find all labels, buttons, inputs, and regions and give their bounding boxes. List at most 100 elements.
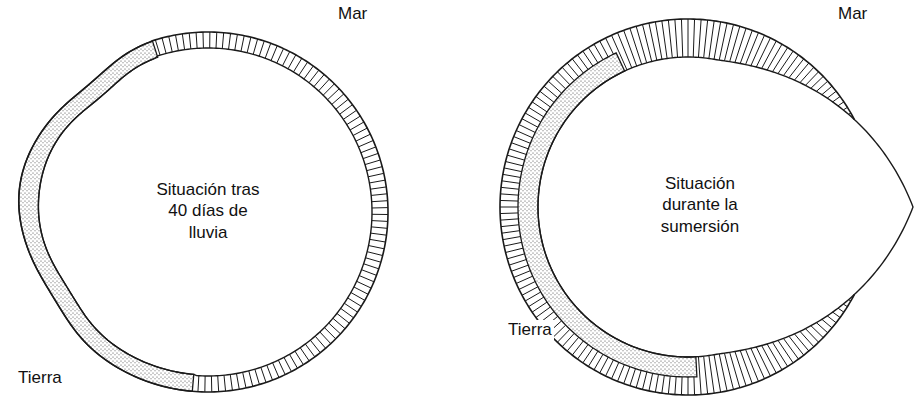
sea-hatch-line (522, 287, 538, 295)
sea-hatch-line (320, 332, 331, 344)
sea-hatch-line (594, 354, 603, 370)
sea-hatch-line (502, 231, 520, 234)
sea-hatch-line (730, 26, 740, 61)
sea-hatch-line (284, 357, 291, 371)
sea-hatch-line (519, 282, 535, 290)
sea-hatch-line (337, 313, 350, 323)
sea-hatch-line (235, 34, 238, 50)
sea-hatch-line (525, 292, 541, 301)
sea-hatch-line (735, 28, 746, 62)
sea-hatching (500, 19, 851, 395)
sea-hatch-line (662, 21, 667, 59)
sea-hatch-line (681, 19, 682, 57)
sea-hatch-line (529, 297, 544, 307)
sea-hatch-line (688, 377, 689, 395)
sea-hatch-line (500, 207, 518, 208)
sea-hatch-line (709, 21, 714, 59)
sea-hatch-line (783, 338, 798, 359)
sea-hatch-line (204, 376, 205, 392)
sea-hatch-line (169, 36, 172, 52)
sea-hatch-line (282, 52, 289, 66)
sea-hatch-line (217, 376, 219, 392)
sea-hatch-line (509, 260, 526, 266)
sea-hatch-line (504, 168, 522, 172)
sea-hatch-line (259, 41, 264, 56)
sea-hatch-line (594, 44, 603, 60)
sea-hatch-line (662, 375, 665, 393)
sea-hatch-line (500, 219, 518, 220)
sea-hatch-line (794, 334, 808, 351)
sea-hatch-line (350, 122, 364, 130)
sea-hatch-line (300, 348, 309, 361)
sea-hatch-line (719, 354, 727, 391)
sea-hatch-line (838, 102, 844, 106)
sea-hatch-line (688, 19, 689, 57)
sea-hatch-line (693, 19, 694, 57)
sea-hatch-line (211, 376, 212, 392)
sea-hatch-line (216, 32, 218, 48)
sea-hatch-line (612, 362, 619, 378)
sea-hatch-line (241, 36, 244, 52)
sea-hatch-line (762, 346, 777, 373)
sea-hatch-line (295, 351, 303, 365)
sea-hatch-line (230, 374, 232, 390)
sea-hatch-line (704, 20, 708, 58)
sea-hatch-line (816, 81, 827, 91)
sea-hatch-line (357, 281, 372, 288)
sea-hatch-line (314, 75, 324, 87)
earth-outline (500, 19, 854, 395)
sea-hatch-line (304, 66, 313, 79)
sea-hatch-line (606, 360, 614, 376)
sea-hatch-line (693, 377, 695, 395)
sea-hatch-line (290, 354, 298, 368)
sea-hatch-line (365, 160, 380, 165)
sea-hatch-line (514, 271, 531, 278)
sea-hatch-line (762, 41, 777, 68)
sea-hatch-line (176, 35, 179, 51)
sea-hatch-line (367, 167, 382, 171)
sea-hatch-line (369, 180, 385, 183)
sea-hatch-line (368, 173, 384, 176)
sea-hatch-line (267, 365, 273, 380)
sea-hatch-line (197, 376, 199, 392)
sea-hatch-line (724, 25, 733, 61)
sea-hatch-line (255, 369, 260, 384)
sea-hatch-line (740, 350, 752, 383)
sea-hatch-line (833, 96, 840, 101)
sea-hatch-line (503, 174, 521, 177)
sea-hatch-line (348, 298, 362, 306)
sea-hatch-line (182, 34, 184, 50)
sea-hatch-line (740, 30, 752, 63)
sea-hatch-line (341, 308, 354, 317)
sea-hatch-line (643, 372, 647, 389)
sea-hatch-line (333, 318, 345, 328)
sea-hatch-line (522, 119, 538, 127)
sea-hatch-line (746, 33, 759, 65)
sea-hatch-line (343, 110, 356, 119)
sea-hatch-line (309, 70, 319, 83)
sea-hatch-line (516, 131, 532, 138)
sea-hatch-line (229, 33, 231, 49)
sea-hatch-line (822, 86, 832, 95)
sea-hatch-line (372, 220, 388, 222)
sea-hatch-line (503, 237, 521, 240)
sea-hatch-line (649, 23, 657, 60)
sea-hatch-line (370, 239, 386, 242)
sea-hatch-line (519, 125, 535, 133)
sea-hatch-line (364, 264, 379, 269)
sea-hatch-line (838, 308, 844, 312)
sea-hatch-line (344, 303, 357, 312)
sea-hatch-line (756, 38, 770, 67)
sea-hatch-line (356, 134, 370, 141)
sea-hatch-line (746, 349, 759, 381)
sea-hatch-line (506, 162, 523, 166)
sea-hatch-line (600, 357, 608, 373)
sea-hatch-line (655, 374, 658, 392)
sea-hatch-line (507, 254, 524, 259)
sea-teardrop-outline (538, 57, 913, 357)
sea-hatch-line (359, 141, 374, 147)
sea-hatch-line (636, 370, 641, 387)
sea-hatch-line (511, 143, 528, 149)
sea-hatch-line (822, 319, 832, 328)
sea-hatch-line (506, 248, 523, 252)
